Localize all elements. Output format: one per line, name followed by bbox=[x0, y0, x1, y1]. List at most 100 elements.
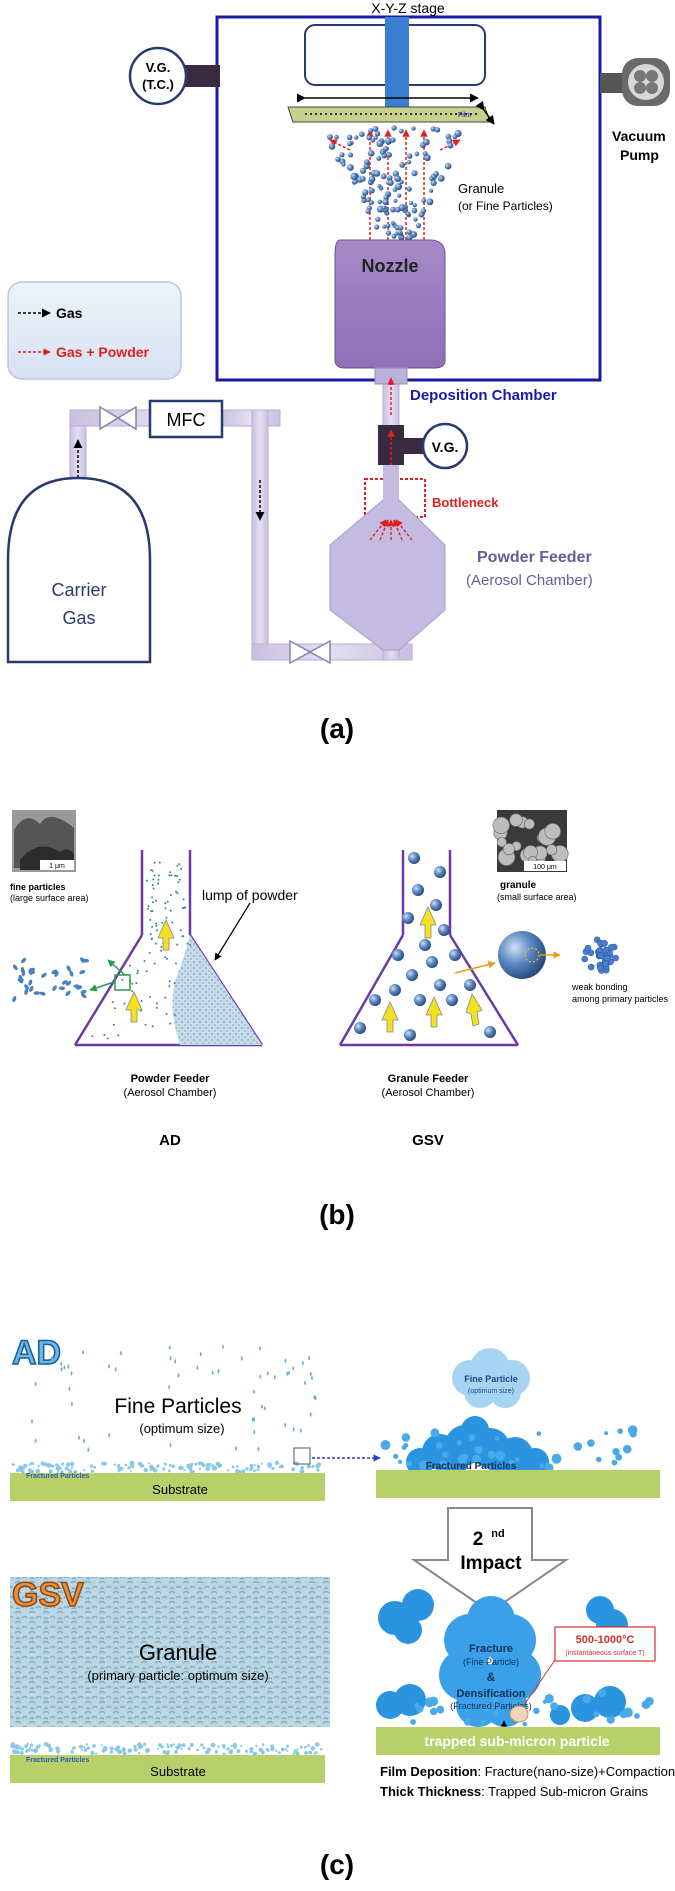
fine-particle-cluster bbox=[12, 957, 90, 1003]
fine-particles-title: Fine Particles bbox=[114, 1395, 241, 1418]
granule-zoom bbox=[498, 931, 546, 979]
valve-top-icon bbox=[99, 405, 137, 431]
granule-field bbox=[10, 1577, 330, 1727]
fine-particles-sub-label: (large surface area) bbox=[10, 893, 89, 903]
temperature-label: 500-1000°C bbox=[576, 1634, 635, 1646]
gsv-label: GSV bbox=[412, 1132, 444, 1149]
fractured-layer-ad bbox=[11, 1460, 321, 1474]
fractured-label-ad: Fractured Particles bbox=[26, 1473, 90, 1480]
nozzle bbox=[334, 239, 446, 369]
mfc-label: MFC bbox=[167, 410, 206, 430]
impact-number: 2 bbox=[473, 1529, 484, 1550]
bottleneck-label: Bottleneck bbox=[432, 495, 499, 510]
dispersed-powder bbox=[91, 861, 192, 1040]
scale-bar-2: 100 μm bbox=[533, 864, 557, 871]
zoom-box bbox=[114, 974, 131, 991]
powder-feeder-label: Powder Feeder bbox=[131, 1073, 211, 1085]
fractured-label-gsv: Fractured Particles bbox=[26, 1757, 90, 1764]
trapped-label: trapped sub-micron particle bbox=[424, 1733, 609, 1749]
vacuum-label: Vacuum bbox=[612, 128, 666, 144]
ad-logo: AD bbox=[12, 1334, 61, 1372]
fractured-label-pile: Fractured Particles bbox=[426, 1461, 517, 1472]
vacuum-sub-label: Pump bbox=[620, 147, 659, 163]
panel-b-label: (b) bbox=[319, 1199, 355, 1230]
fracture-sub-label: (Fine Particle) bbox=[463, 1657, 519, 1667]
densification-label: Densification bbox=[456, 1688, 525, 1700]
vg-gauge bbox=[421, 422, 469, 470]
impact-superscript: nd bbox=[491, 1528, 504, 1540]
vg-tc-sub-label: (T.C.) bbox=[142, 77, 174, 92]
zoom-box-c bbox=[293, 1447, 311, 1465]
valve-bottom-icon bbox=[289, 639, 331, 665]
powder-feeder bbox=[329, 499, 446, 651]
granule-sub-label-b: (small surface area) bbox=[497, 892, 577, 902]
granule-sub-label: (or Fine Particles) bbox=[458, 199, 553, 213]
legend-gas-powder-label: Gas + Powder bbox=[56, 344, 150, 360]
panel-c-label: (c) bbox=[320, 1849, 354, 1880]
vg-label: V.G. bbox=[432, 439, 459, 455]
vg-tc-connector bbox=[185, 65, 220, 87]
granule-particles bbox=[354, 852, 496, 1041]
carrier-gas-tank bbox=[6, 476, 152, 664]
fracture-label: Fracture bbox=[469, 1643, 513, 1655]
substrate-gsv bbox=[10, 1755, 325, 1783]
substrate-right-top bbox=[376, 1470, 660, 1498]
optimum-size-label: (optimum size) bbox=[139, 1421, 224, 1436]
lump-label: lump of powder bbox=[202, 887, 298, 903]
particle-cloud bbox=[327, 125, 462, 241]
vg-tc-gauge bbox=[128, 46, 188, 106]
impact-label: Impact bbox=[460, 1553, 522, 1574]
legend-box bbox=[7, 281, 182, 380]
thick-thickness-line: Thick Thickness: Trapped Sub-micron Grai… bbox=[380, 1784, 649, 1799]
falling-fine-particles bbox=[31, 1344, 317, 1453]
flow-arrows-left bbox=[125, 919, 175, 1023]
amp-label: & bbox=[487, 1670, 496, 1684]
substrate-ad bbox=[10, 1473, 325, 1501]
stage-shaft bbox=[385, 17, 409, 108]
flow-arrows-right bbox=[381, 906, 483, 1033]
fine-particle-cloud bbox=[452, 1348, 530, 1408]
feeder-arrows bbox=[369, 519, 413, 541]
vg-tc-label: V.G. bbox=[146, 60, 171, 75]
densification-sub-label: (Fractured Particles) bbox=[450, 1701, 532, 1711]
feeder-sub-label: (Aerosol Chamber) bbox=[466, 572, 593, 589]
mfc-box bbox=[148, 399, 224, 439]
powder-feeder-sub-label: (Aerosol Chamber) bbox=[124, 1087, 217, 1099]
vacuum-pump-icon bbox=[622, 58, 670, 106]
granule-label-b: granule bbox=[500, 880, 537, 891]
substrate-label-ad: Substrate bbox=[152, 1482, 208, 1497]
ad-label: AD bbox=[159, 1132, 181, 1149]
primary-particle-cluster bbox=[581, 936, 619, 974]
powder-feeder-b bbox=[73, 850, 264, 1047]
feeder-label: Powder Feeder bbox=[477, 549, 592, 566]
stage-label: X-Y-Z stage bbox=[371, 0, 445, 16]
nozzle-label: Nozzle bbox=[361, 256, 418, 276]
film-deposition-line: Film Deposition: Fracture(nano-size)+Com… bbox=[380, 1764, 675, 1779]
temperature-box bbox=[554, 1626, 656, 1662]
substrate-right-bottom bbox=[376, 1727, 660, 1755]
panel-a-label: (a) bbox=[320, 713, 354, 744]
fine-particles-label: fine particles bbox=[10, 882, 66, 892]
impact-arrow bbox=[410, 1507, 570, 1614]
primary-particle-label: (primary particle: optimum size) bbox=[87, 1668, 268, 1683]
gsv-logo: GSV bbox=[12, 1576, 84, 1614]
cloud-sub-label: (optimum size) bbox=[468, 1388, 514, 1395]
hot-spot bbox=[509, 1705, 529, 1723]
weak-bonding-sub-label: among primary particles bbox=[572, 994, 669, 1004]
substrate-label-gsv: Substrate bbox=[150, 1764, 206, 1779]
granule-feeder-label: Granule Feeder bbox=[388, 1073, 469, 1085]
granule-title: Granule bbox=[139, 1640, 217, 1665]
legend-gas-label: Gas bbox=[56, 305, 83, 321]
micrograph-fine-image bbox=[12, 810, 76, 872]
panel-a: X-Y-Z stage Film Granule (or Fine Partic… bbox=[6, 0, 670, 744]
weak-bonding-label: weak bonding bbox=[571, 982, 628, 992]
carrier-label: Carrier bbox=[51, 580, 106, 600]
chamber-label: Deposition Chamber bbox=[410, 387, 557, 404]
film-label: Film bbox=[458, 112, 471, 119]
panel-b: 1 μm fine particles (large surface area)… bbox=[10, 810, 669, 1230]
granule-feeder-sub-label: (Aerosol Chamber) bbox=[382, 1087, 475, 1099]
fractured-layer-gsv bbox=[10, 1727, 330, 1757]
carrier-sub-label: Gas bbox=[62, 608, 95, 628]
temperature-sub-label: (instantaneous surface T) bbox=[565, 1650, 644, 1657]
micrograph-granule-image bbox=[492, 810, 569, 872]
